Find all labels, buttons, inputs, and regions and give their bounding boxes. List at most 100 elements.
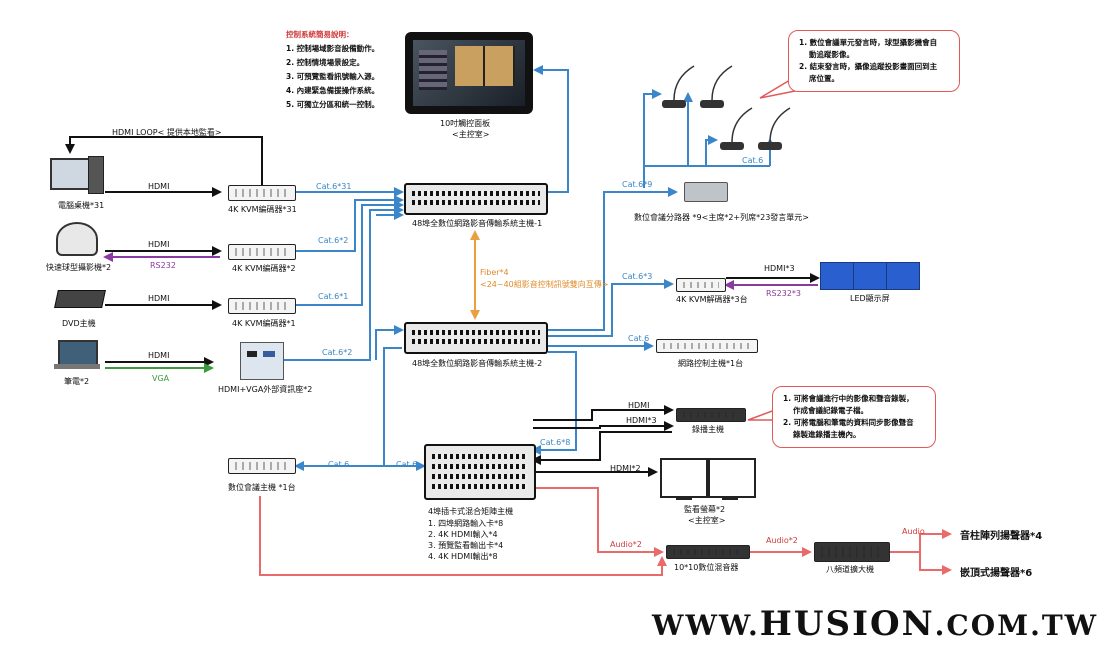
matrix-title: 4埠插卡式混合矩陣主機 (428, 507, 514, 516)
dvd-label: DVD主機 (62, 319, 96, 328)
splitter-label: 數位會議分路器 *9<主席*2+列席*23發言單元> (634, 213, 810, 222)
touch-panel-image (405, 32, 533, 114)
link-label-cat6: Cat.6 (742, 156, 764, 165)
callout-line: 2. 結束發言時，攝像追蹤投影畫面回到主 (799, 62, 938, 71)
callout-line: 席位置。 (809, 74, 839, 83)
link-label-hdmi: HDMI (628, 401, 650, 410)
network-control-host-image (656, 339, 758, 353)
callout-line: 2. 可將電腦和筆電的資料同步影像聲音 (783, 418, 914, 427)
link-label-cat6: Cat.6 (328, 460, 350, 469)
microphone-icon (700, 100, 724, 108)
link-label-hdmi: HDMI*3 (764, 264, 795, 273)
link-label-cat6: Cat.6*31 (316, 182, 352, 191)
touch-panel-screen (413, 40, 525, 106)
callout-line: 動追蹤影像。 (809, 50, 854, 59)
matrix-host-image (424, 444, 536, 500)
touch-panel-label: 10吋觸控面板 (440, 119, 491, 128)
host-1-label: 48埠全數位網路影音傳輸系統主機-1 (412, 219, 543, 228)
laptop-base-image (54, 364, 100, 369)
wallplate-label: HDMI+VGA外部資訊座*2 (218, 385, 313, 394)
recorder-label: 錄播主機 (692, 425, 724, 434)
camera-label: 快速球型攝影機*2 (46, 263, 112, 272)
microphone-icon (720, 142, 744, 150)
monitor-image (708, 458, 756, 498)
system-note-item: 1. 控制場域影音設備動作。 (286, 44, 380, 53)
touch-panel-preview (455, 46, 515, 86)
link-label-audio: Audio*2 (766, 536, 798, 545)
link-label-cat6: Cat.6*9 (622, 180, 653, 189)
system-note-item: 5. 可獨立分區和統一控制。 (286, 100, 380, 109)
brand-suffix: .COM.TW (934, 609, 1099, 642)
link-label-hdmi: HDMI (148, 351, 170, 360)
led-display-image (820, 262, 920, 290)
monitor-location-label: <主控室> (688, 516, 726, 525)
encoder-2-label: 4K KVM編碼器*2 (232, 264, 296, 273)
callout-camera-tracking: 1. 數位會議單元發言時，球型攝影機會自 動追蹤影像。 2. 結束發言時，攝像追… (788, 30, 960, 92)
hdmi-loop-label: HDMI LOOP< 提供本地監看> (112, 128, 222, 137)
callout-line: 作成會議記錄電子檔。 (793, 406, 868, 415)
link-label-hdmi: HDMI*2 (610, 464, 641, 473)
system-notes: 控制系統簡易說明： 1. 控制場域影音設備動作。 2. 控制情境場景設定。 3.… (286, 28, 379, 112)
port-row (412, 200, 540, 205)
mixer-label: 10*10數位混音器 (674, 563, 739, 572)
wall-plate-image (240, 342, 284, 380)
microphone-icon (662, 100, 686, 108)
fiber-label: Fiber*4 (480, 268, 509, 277)
link-label-cat6: Cat.6*1 (318, 292, 349, 301)
encoder-31-label: 4K KVM編碼器*31 (228, 205, 297, 214)
link-label-cat6: Cat.6 (628, 334, 650, 343)
recorder-image (676, 408, 746, 422)
card-row (432, 464, 528, 469)
brand-logo: WWW.HUSION.COM.TW (652, 604, 1098, 644)
link-label-cat6: Cat.6 (396, 460, 418, 469)
touch-panel-location: <主控室> (452, 130, 490, 139)
conference-host-image (228, 458, 296, 474)
callout-line: 1. 數位會議單元發言時，球型攝影機會自 (799, 38, 938, 47)
system-note-item: 2. 控制情境場景設定。 (286, 58, 365, 67)
link-label-cat6: Cat.6*2 (322, 348, 353, 357)
host-2-label: 48埠全數位網路影音傳輸系統主機-2 (412, 359, 543, 368)
port-row (412, 339, 540, 344)
port-row (412, 330, 540, 335)
decoder-label: 4K KVM解碼器*3台 (676, 295, 748, 304)
hdmi-port-icon (247, 351, 257, 357)
callout-line: 錄製進錄播主機內。 (793, 430, 861, 439)
card-row (432, 474, 528, 479)
kvm-encoder-2-image (228, 244, 296, 260)
matrix-item: 2. 4K HDMI輸入*4 (428, 530, 498, 539)
link-label-rs232: RS232*3 (766, 289, 801, 298)
port-row (412, 191, 540, 196)
brand-main: HUSION (759, 604, 935, 644)
kvm-encoder-1-image (228, 298, 296, 314)
link-label-audio: Audio (902, 527, 925, 536)
callout-recording: 1. 可將會議進行中的影像和聲音錄製， 作成會議記錄電子檔。 2. 可將電腦和筆… (772, 386, 936, 448)
kvm-decoder-image (676, 278, 726, 292)
digital-mixer-image (666, 545, 750, 559)
monitor-image (660, 458, 708, 498)
monitor-stand (676, 496, 692, 500)
encoder-1-label: 4K KVM編碼器*1 (232, 319, 296, 328)
conf-host-label: 數位會議主機 *1台 (228, 483, 296, 492)
laptop-label: 筆電*2 (64, 377, 90, 386)
matrix-item: 4. 4K HDMI輸出*8 (428, 552, 498, 561)
led-label: LED顯示屏 (850, 294, 890, 303)
link-label-hdmi: HDMI*3 (626, 416, 657, 425)
link-label-cat6: Cat.6*2 (318, 236, 349, 245)
av-host-2-image (404, 322, 548, 354)
matrix-item: 3. 預覽監看輸出卡*4 (428, 541, 504, 550)
ctrl-host-label: 網路控制主機*1台 (678, 359, 744, 368)
microphone-stems (673, 65, 791, 143)
kvm-encoder-31-image (228, 185, 296, 201)
system-notes-title: 控制系統簡易說明： (286, 30, 354, 39)
touch-panel-buttons (419, 50, 447, 90)
av-host-1-image (404, 183, 548, 215)
link-label-rs232: RS232 (150, 261, 176, 270)
link-label-hdmi: HDMI (148, 240, 170, 249)
pc-monitor-image (50, 158, 94, 190)
brand-prefix: WWW. (652, 609, 760, 642)
ceiling-speaker-label: 嵌頂式揚聲器*6 (960, 568, 1033, 579)
monitor-stand (722, 496, 738, 500)
matrix-item: 1. 四埠網路輸入卡*8 (428, 519, 504, 528)
card-row (432, 484, 528, 489)
